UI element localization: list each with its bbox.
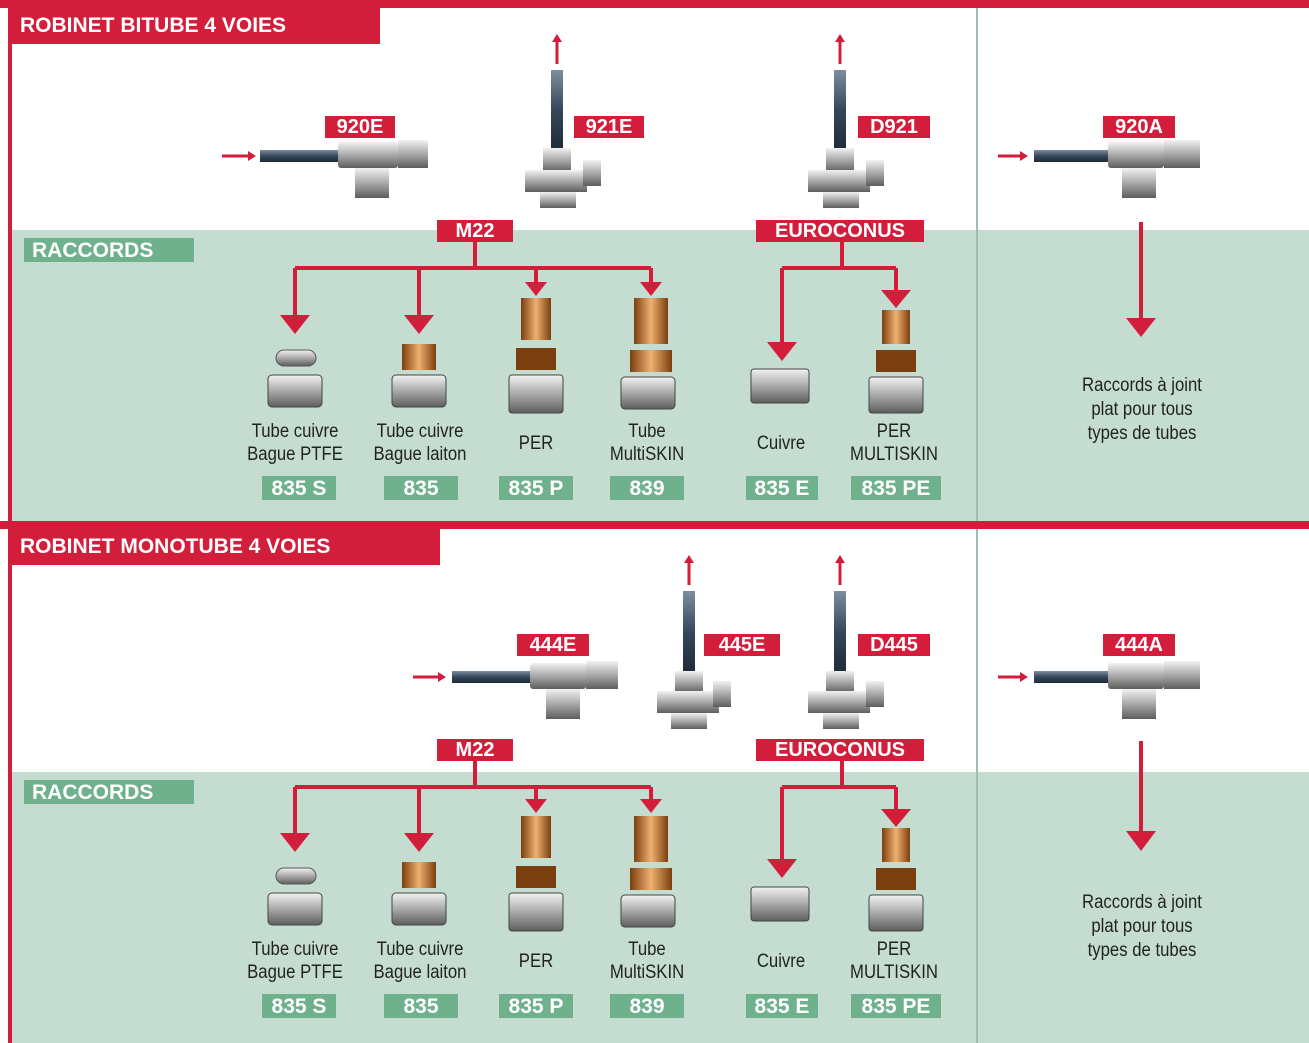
euroconus-connector-lines — [780, 242, 898, 342]
fitting-835-icon — [391, 344, 447, 408]
fitting-label: Cuivre — [756, 951, 806, 972]
code-920e: 920E — [325, 116, 395, 138]
left-border — [8, 0, 12, 522]
ref-835pe: 835 PE — [851, 476, 941, 500]
ref-835p: 835 P — [499, 476, 573, 500]
valve-d445-icon — [808, 555, 884, 729]
euroconus-connector-lines — [780, 761, 898, 859]
ref-835e: 835 E — [746, 994, 818, 1018]
valve-920e-icon — [222, 140, 428, 198]
column-divider — [976, 8, 978, 522]
fitting-835-icon — [391, 862, 447, 926]
fitting-835e-icon — [750, 886, 810, 922]
fitting-835pe-icon — [868, 310, 924, 414]
ref-839: 839 — [610, 476, 684, 500]
left-border — [8, 521, 12, 1043]
raccords-area: RACCORDS — [12, 230, 1309, 522]
code-921e: 921E — [574, 116, 644, 138]
fitting-839-icon — [620, 298, 676, 410]
fitting-label: PER — [518, 951, 554, 972]
fitting-label: PER — [518, 433, 554, 454]
thread-euroconus: EUROCONUS — [756, 220, 924, 242]
fitting-835e-icon — [750, 368, 810, 404]
raccords-tab: RACCORDS — [24, 238, 194, 262]
code-445e: 445E — [704, 634, 780, 656]
ref-839: 839 — [610, 994, 684, 1018]
diagram-graphics — [222, 34, 1200, 414]
thread-m22: M22 — [437, 220, 513, 242]
m22-arrowheads — [280, 282, 662, 334]
top-border — [0, 0, 1309, 8]
fitting-835pe-icon — [868, 828, 924, 932]
flat-seal-note: Raccords à joint plat pour tous types de… — [1082, 375, 1202, 444]
thread-m22: M22 — [437, 739, 513, 761]
code-d445: D445 — [858, 634, 930, 656]
fitting-835s-icon — [267, 349, 323, 408]
ref-835p: 835 P — [499, 994, 573, 1018]
top-border — [0, 521, 1309, 529]
fitting-835s-icon — [267, 867, 323, 926]
valve-921e-icon — [525, 34, 601, 208]
m22-connector-lines — [293, 242, 653, 315]
section-monotube: RACCORDS ROBINET MONOTUBE 4 VOIES — [0, 521, 1309, 1043]
ref-835e: 835 E — [746, 476, 818, 500]
column-divider — [976, 529, 978, 1043]
raccords-tab: RACCORDS — [24, 780, 194, 804]
fitting-label: Cuivre — [756, 433, 806, 454]
fitting-835p-icon — [508, 816, 564, 932]
ref-835pe: 835 PE — [851, 994, 941, 1018]
valve-444a-icon — [998, 661, 1200, 719]
raccords-plats-arrow — [1126, 741, 1156, 851]
section-bitube: RACCORDS ROBINET BITUBE 4 VOIES — [0, 0, 1309, 522]
euroconus-arrowheads — [767, 290, 911, 361]
ref-835: 835 — [384, 994, 458, 1018]
code-444a: 444A — [1103, 634, 1175, 656]
ref-835: 835 — [384, 476, 458, 500]
ref-835s: 835 S — [262, 476, 336, 500]
fitting-835p-icon — [508, 298, 564, 414]
raccords-plats-arrow — [1126, 222, 1156, 337]
fitting-839-icon — [620, 816, 676, 928]
section-title: ROBINET MONOTUBE 4 VOIES — [12, 529, 440, 565]
diagram-graphics — [267, 555, 1200, 932]
valve-444e-icon — [413, 661, 618, 719]
code-920a: 920A — [1103, 116, 1175, 138]
valve-445e-icon — [657, 555, 731, 729]
euroconus-arrowheads — [767, 809, 911, 878]
valve-920a-icon — [998, 140, 1200, 198]
thread-euroconus: EUROCONUS — [756, 739, 924, 761]
section-title: ROBINET BITUBE 4 VOIES — [12, 8, 380, 44]
m22-connector-lines — [293, 761, 653, 833]
code-d921: D921 — [858, 116, 930, 138]
flat-seal-note: Raccords à joint plat pour tous types de… — [1082, 892, 1202, 961]
valve-d921-icon — [808, 34, 884, 208]
code-444e: 444E — [517, 634, 589, 656]
ref-835s: 835 S — [262, 994, 336, 1018]
m22-arrowheads — [280, 799, 662, 852]
